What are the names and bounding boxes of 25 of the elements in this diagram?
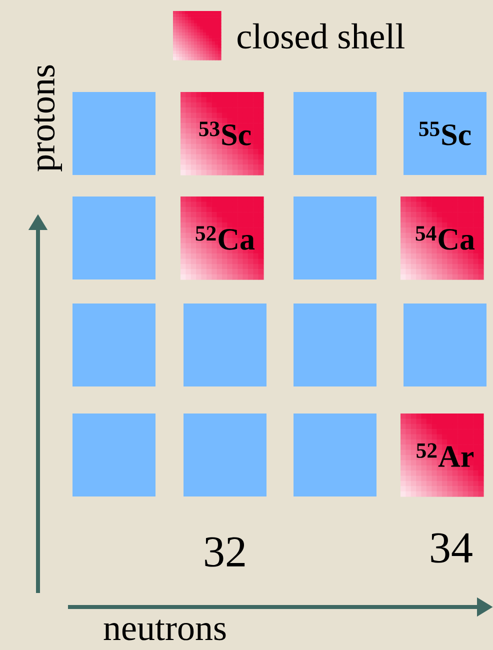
nucleus-square xyxy=(72,304,156,386)
nucleus-square xyxy=(72,196,156,280)
nucleus-square xyxy=(294,196,376,280)
axis-label: neutrons xyxy=(104,620,226,640)
axis-label: protons xyxy=(34,65,62,172)
nucleus-square: $^{54}$Ca xyxy=(400,196,484,280)
nucleus-square xyxy=(404,304,486,386)
nucleus-square xyxy=(184,414,266,496)
nucleus-square: $^{52}$Ca xyxy=(180,196,264,280)
legend-label: closed shell xyxy=(238,23,404,49)
tick-label: 34 xyxy=(431,533,472,563)
tick-label: 32 xyxy=(205,537,245,567)
node-label: $^{52}$Ar xyxy=(416,443,474,467)
nucleus-square xyxy=(184,304,266,386)
nucleus-square xyxy=(72,92,156,175)
nucleus-square xyxy=(294,92,376,175)
nucleus-square xyxy=(294,414,376,496)
nucleus-square: $^{52}$Ar xyxy=(400,414,484,497)
nucleus-square xyxy=(72,414,156,496)
node-label: $^{54}$Ca xyxy=(416,226,475,250)
node-label: $^{52}$Ca xyxy=(196,226,255,250)
node-label: $^{53}$Sc xyxy=(199,122,251,146)
nucleus-square: $^{53}$Sc xyxy=(180,92,264,176)
nucleus-square: $^{55}$Sc xyxy=(404,92,486,175)
nucleus-square xyxy=(294,304,376,386)
